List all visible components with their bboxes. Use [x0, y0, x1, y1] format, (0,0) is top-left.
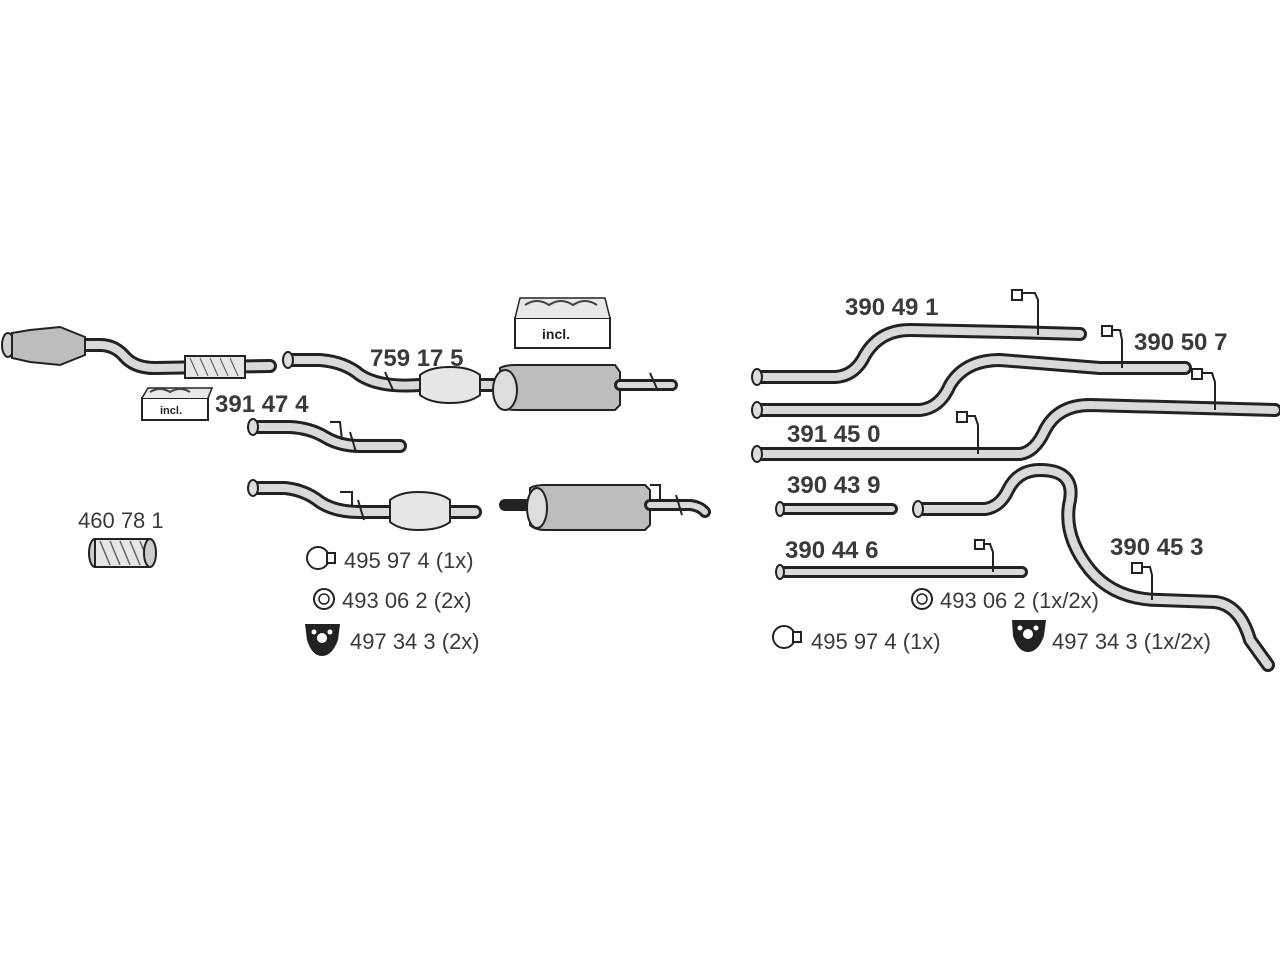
incl-label-large: incl. — [542, 326, 570, 342]
hanger-icon-right — [1012, 620, 1046, 652]
part-number-390446: 390 44 6 — [785, 537, 878, 564]
incl-label-small: incl. — [160, 405, 182, 417]
part-number-390507: 390 50 7 — [1134, 329, 1227, 356]
lower-left-assembly — [247, 479, 711, 532]
tailpipe-390491 — [751, 289, 1087, 386]
hardware-right-ring-label: 493 06 2 (1x/2x) — [940, 588, 1099, 613]
part-number-391450: 391 45 0 — [787, 421, 880, 448]
tailpipe-390439 — [775, 501, 898, 517]
hardware-right-hanger-label: 497 34 3 (1x/2x) — [1052, 629, 1211, 654]
clamp-icon-right — [772, 625, 802, 649]
front-pipe-with-catalyst — [1, 325, 277, 379]
hardware-left-ring-label: 493 06 2 (2x) — [342, 588, 472, 613]
middle-pipe-assembly — [282, 351, 678, 411]
pipe-391474 — [247, 418, 407, 453]
clamp-icon — [306, 546, 336, 570]
hardware-left: 495 97 4 (1x) 493 06 2 (2x) 497 34 3 (2x… — [305, 546, 480, 656]
part-number-390491: 390 49 1 — [845, 294, 938, 321]
tailpipe-390446 — [775, 539, 1028, 580]
part-number-390439: 390 43 9 — [787, 472, 880, 499]
part-number-759175: 759 17 5 — [370, 345, 463, 372]
tailpipe-391450 — [751, 368, 1280, 463]
part-number-390453: 390 45 3 — [1110, 534, 1203, 561]
hardware-left-clamp-label: 495 97 4 (1x) — [344, 548, 474, 573]
hanger-icon — [305, 624, 340, 656]
part-number-391474: 391 47 4 — [215, 391, 309, 418]
incl-box-large: incl. — [514, 297, 611, 349]
ring-icon-right — [911, 588, 933, 610]
hardware-right: 493 06 2 (1x/2x) 495 97 4 (1x) 497 34 3 … — [772, 588, 1211, 654]
incl-box-small: incl. — [141, 387, 214, 421]
tailpipe-390453 — [912, 463, 1275, 672]
flex-pipe-460781 — [88, 538, 157, 568]
tailpipe-390507 — [751, 325, 1192, 419]
ring-icon — [313, 588, 335, 610]
hardware-left-hanger-label: 497 34 3 (2x) — [350, 629, 480, 654]
hardware-right-clamp-label: 495 97 4 (1x) — [811, 629, 941, 654]
part-number-460781: 460 78 1 — [78, 508, 164, 533]
